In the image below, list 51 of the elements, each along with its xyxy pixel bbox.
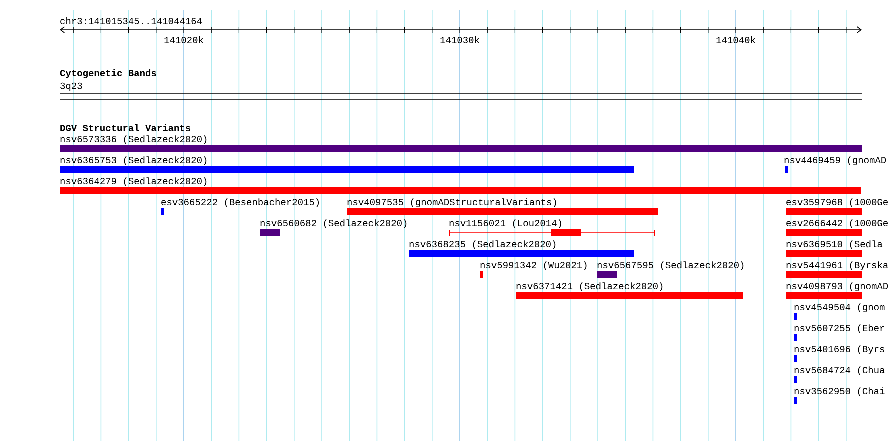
variant-feature: nsv6368235 (Sedlazeck2020) (409, 240, 634, 258)
variant-feature: nsv6573336 (Sedlazeck2020) (60, 136, 862, 152)
node-label: nsv5607255 (Eber (794, 324, 884, 334)
variant-feature: nsv4469459 (gnomAD (784, 156, 886, 174)
variant-feature: nsv6365753 (Sedlazeck2020) (60, 156, 634, 174)
tick-label: 141030k (440, 36, 480, 44)
variant-feature: nsv6567595 (Sedlazeck2020) (597, 262, 744, 278)
node-label: nsv5991342 (Wu2021) (480, 262, 587, 270)
variant-feature: esv3665222 (Besenbacher2015) (161, 198, 320, 216)
node-label: nsv6368235 (Sedlazeck2020) (410, 240, 556, 250)
node-label: nsv5401696 (Byrs (794, 346, 884, 354)
variant-feature: nsv4097535 (gnomADStructuralVariants) (347, 198, 658, 216)
variant-feature: nsv6560682 (Sedlazeck2020) (260, 220, 407, 236)
node-label: nsv4097535 (gnomADStructuralVariants) (348, 198, 556, 208)
variant-feature: esv3597968 (1000Ge (786, 198, 888, 216)
variant-feature: nsv4098793 (gnomAD (786, 282, 888, 300)
node-label: nsv4469459 (gnomAD (784, 156, 886, 166)
node-label: nsv1156021 (Lou2014) (450, 220, 562, 228)
node-label: nsv3562950 (Chai (794, 388, 885, 396)
track-title: DGV Structural Variants (60, 124, 191, 132)
node-label: nsv4098793 (gnomAD (786, 282, 888, 292)
variant-feature: nsv6371421 (Sedlazeck2020) (516, 282, 744, 300)
variant-feature: nsv1156021 (Lou2014) (450, 220, 656, 236)
node-label: nsv6567595 (Sedlazeck2020) (598, 262, 744, 270)
node-label: nsv6365753 (Sedlazeck2020) (60, 156, 207, 166)
band-label: 3q23 (60, 82, 82, 92)
node-label: nsv4549504 (gnom (794, 304, 885, 312)
variant-feature: esv2666442 (1000Ge (786, 220, 888, 236)
variant-feature: nsv5991342 (Wu2021) (480, 262, 587, 278)
tick-label: 141020k (164, 36, 204, 44)
node-label: nsv5684724 (Chua (794, 366, 885, 376)
track-title: Cytogenetic Bands (60, 70, 156, 78)
node-label: esv2666442 (1000Ge (786, 220, 888, 228)
node-label: nsv6369510 (Sedla (786, 240, 883, 250)
node-label: nsv6573336 (Sedlazeck2020) (60, 136, 207, 144)
variant-feature: nsv4549504 (gnom (794, 304, 885, 320)
variant-feature: nsv5441961 (Byrska (786, 262, 888, 278)
variant-feature: nsv6369510 (Sedla (786, 240, 883, 258)
locus-label: chr3:141015345..141044164 (60, 18, 202, 24)
node-label: esv3597968 (1000Ge (786, 198, 888, 208)
node-label: nsv6560682 (Sedlazeck2020) (260, 220, 407, 228)
node-label: nsv6364279 (Sedlazeck2020) (60, 178, 207, 186)
node-label: nsv6371421 (Sedlazeck2020) (516, 282, 663, 292)
node-label: esv3665222 (Besenbacher2015) (162, 198, 320, 208)
tick-label: 141040k (716, 36, 756, 44)
variant-feature: nsv3562950 (Chai (794, 388, 885, 404)
variant-feature: nsv6364279 (Sedlazeck2020) (60, 178, 862, 194)
variant-feature: nsv5607255 (Eber (794, 324, 884, 342)
variant-feature: nsv5401696 (Byrs (794, 346, 884, 362)
variant-feature: nsv5684724 (Chua (794, 366, 885, 384)
node-label: nsv5441961 (Byrska (786, 262, 888, 270)
